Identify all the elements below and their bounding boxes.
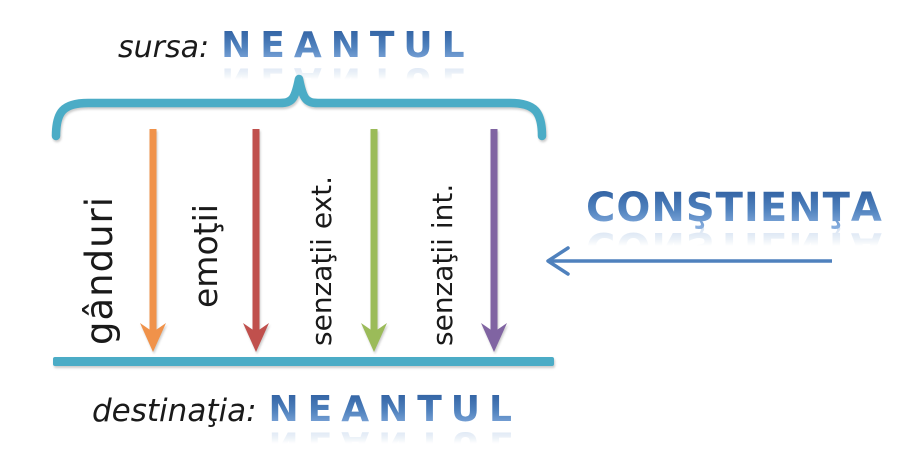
baseline-bar	[53, 357, 554, 366]
channel-arrow-emotii	[243, 129, 269, 352]
destination-prefix-label: destinaţia:	[92, 393, 257, 429]
channel-label-emotii: emoţii	[186, 204, 225, 308]
destination-wordart: NEANTUL NEANTUL	[268, 389, 521, 465]
source-caption: sursa: NEANTUL NEANTUL	[118, 25, 474, 101]
channel-arrow-senzatii-int	[481, 129, 507, 352]
channel-arrow-ganduri	[140, 129, 166, 352]
destination-word: NEANTUL	[268, 389, 521, 430]
destination-caption: destinaţia: NEANTUL NEANTUL	[92, 389, 521, 465]
channel-arrow-senzatii-ext	[361, 129, 387, 352]
source-prefix-label: sursa:	[118, 30, 210, 65]
brace-icon	[51, 74, 547, 141]
source-word: NEANTUL	[221, 25, 474, 66]
channel-label-senzatii-ext: senzaţii ext.	[305, 175, 338, 346]
channel-label-senzatii-int: senzaţii int.	[426, 183, 459, 346]
consciousness-label: CONŞTIENŢA CONŞTIENŢA	[586, 185, 883, 269]
channel-label-ganduri: gânduri	[78, 195, 121, 345]
source-wordart: NEANTUL NEANTUL	[221, 25, 474, 101]
consciousness-arrow-icon	[546, 246, 832, 276]
consciousness-word: CONŞTIENŢA	[586, 185, 883, 231]
